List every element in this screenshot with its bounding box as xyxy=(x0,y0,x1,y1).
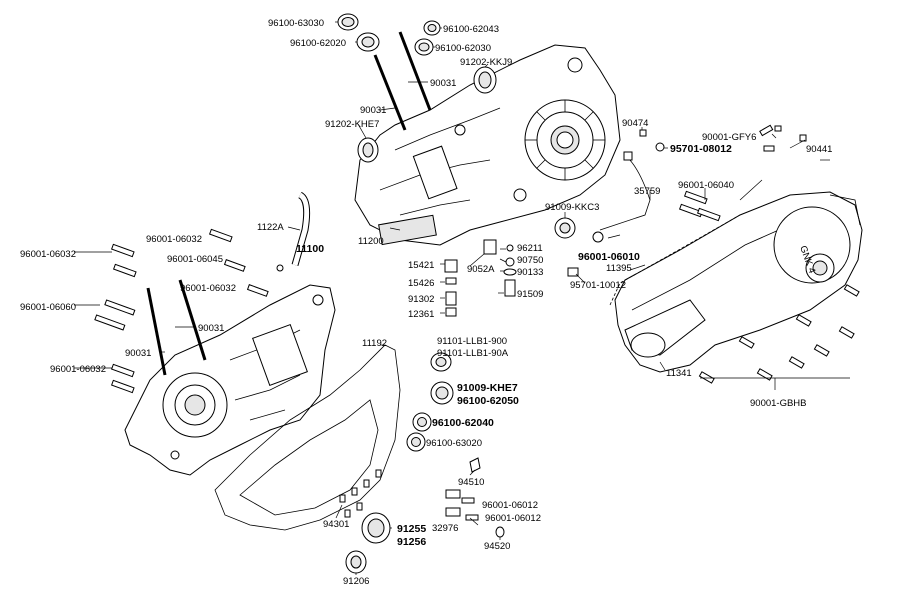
stud-90031-lower xyxy=(146,279,207,376)
label-94301: 94301 xyxy=(323,519,349,530)
label-90441: 90441 xyxy=(806,144,832,155)
oil-seal-91009-KHE7 xyxy=(430,381,454,405)
label-90474: 90474 xyxy=(622,118,648,129)
label-96001-06060: 96001-06060 xyxy=(20,302,76,313)
left-crankcase-11100 xyxy=(124,284,336,476)
label-96100-62020: 96100-62020 xyxy=(290,38,346,49)
bearing-96100-63020 xyxy=(406,432,426,452)
label-11341: 11341 xyxy=(666,368,692,379)
label-90001-GFY6: 90001-GFY6 xyxy=(702,132,756,143)
label-96100-62043: 96100-62043 xyxy=(443,24,499,35)
oil-seal-91202-KKJ9 xyxy=(473,66,497,94)
label-15426: 15426 xyxy=(408,278,434,289)
bracket-32976 xyxy=(445,489,479,521)
right-crankcase-11200 xyxy=(354,44,621,246)
label-91202-KHE7: 91202-KHE7 xyxy=(325,119,379,130)
bearing-96100-62020 xyxy=(356,32,380,52)
clip-94520 xyxy=(495,526,505,538)
label-91255: 91255 xyxy=(397,523,426,535)
label-11395: 11395 xyxy=(606,263,632,274)
label-90031-d: 90031 xyxy=(125,348,151,359)
label-91302: 91302 xyxy=(408,294,434,305)
oil-seal-91255 xyxy=(361,512,391,544)
label-15421: 15421 xyxy=(408,260,434,271)
label-95701-08012: 95701-08012 xyxy=(670,143,732,155)
label-91509: 91509 xyxy=(517,289,543,300)
label-91009-KKC3: 91009-KKC3 xyxy=(545,202,599,213)
oil-seal-91206 xyxy=(345,550,367,574)
bolts-90474-90441 xyxy=(639,124,807,152)
label-94520: 94520 xyxy=(484,541,510,552)
breather-hose-1122A xyxy=(276,191,311,272)
label-11100: 11100 xyxy=(296,243,324,255)
oil-seal-91009-KKC3 xyxy=(554,217,576,239)
bearing-96100-62040 xyxy=(412,412,432,432)
label-91101-LLB1-90A: 91101-LLB1-90A xyxy=(437,348,509,359)
bolts-96001-06040 xyxy=(678,190,721,222)
label-90750: 90750 xyxy=(517,255,543,266)
bolts-left-group xyxy=(94,228,269,394)
label-90031-c: 90031 xyxy=(198,323,224,334)
label-91009-KHE7: 91009-KHE7 xyxy=(457,382,518,394)
label-96211: 96211 xyxy=(517,243,543,254)
gasket-11395 xyxy=(609,214,741,306)
label-9052A: 9052A xyxy=(467,264,495,275)
gasket-11192 xyxy=(214,344,401,531)
label-96001-06032-c: 96001-06032 xyxy=(180,283,236,294)
label-91101-LLB1-900: 91101-LLB1-900 xyxy=(437,336,507,347)
label-96100-63020: 96100-63020 xyxy=(426,438,482,449)
oil-seal-91202-KHE7 xyxy=(357,137,379,163)
label-96100-62040: 96100-62040 xyxy=(432,417,494,429)
left-cover-11341: GNK 4 xyxy=(614,191,863,373)
label-90031-b: 90031 xyxy=(360,105,386,116)
label-90133: 90133 xyxy=(517,267,543,278)
clip-94510 xyxy=(469,457,481,473)
label-35759: 35759 xyxy=(634,186,660,197)
label-91256: 91256 xyxy=(397,536,426,548)
oil-filter-parts xyxy=(444,239,579,317)
label-11192: 11192 xyxy=(362,338,387,349)
label-95701-10012: 95701-10012 xyxy=(570,280,626,291)
dowel-pins-94301 xyxy=(339,469,382,518)
label-96001-06012-b: 96001-06012 xyxy=(485,513,541,524)
bearing-96100-62030 xyxy=(414,38,434,56)
label-96001-06032-b: 96001-06032 xyxy=(146,234,202,245)
bearing-96100-62043 xyxy=(423,20,441,36)
label-96001-06032-a: 96001-06032 xyxy=(20,249,76,260)
label-1122A: 1122A xyxy=(257,222,284,233)
label-96001-06045: 96001-06045 xyxy=(167,254,223,265)
bearing-91101-LLB1 xyxy=(430,352,452,372)
part-number-labels: 96100-63030 96100-62020 96100-62043 9610… xyxy=(20,18,832,587)
label-12361: 12361 xyxy=(408,309,434,320)
label-96100-62050: 96100-62050 xyxy=(457,395,519,407)
oil-seal-96100-63030 xyxy=(337,13,359,31)
cover-bolts-90001-GBHB xyxy=(698,284,860,384)
label-96001-06012-a: 96001-06012 xyxy=(482,500,538,511)
label-91206: 91206 xyxy=(343,576,369,587)
label-96001-06010: 96001-06010 xyxy=(578,251,640,263)
label-96100-63030: 96100-63030 xyxy=(268,18,324,29)
label-96100-62030: 96100-62030 xyxy=(435,43,491,54)
label-94510: 94510 xyxy=(458,477,484,488)
label-90031-a: 90031 xyxy=(430,78,456,89)
label-32976: 32976 xyxy=(432,523,458,534)
leader-lines xyxy=(74,21,850,575)
label-96001-06032-d: 96001-06032 xyxy=(50,364,106,375)
label-11200: 11200 xyxy=(358,236,384,247)
label-96001-06040: 96001-06040 xyxy=(678,180,734,191)
stud-90031-upper xyxy=(373,31,432,131)
label-91202-KKJ9: 91202-KKJ9 xyxy=(460,57,512,68)
label-90001-GBHB: 90001-GBHB xyxy=(750,398,807,409)
